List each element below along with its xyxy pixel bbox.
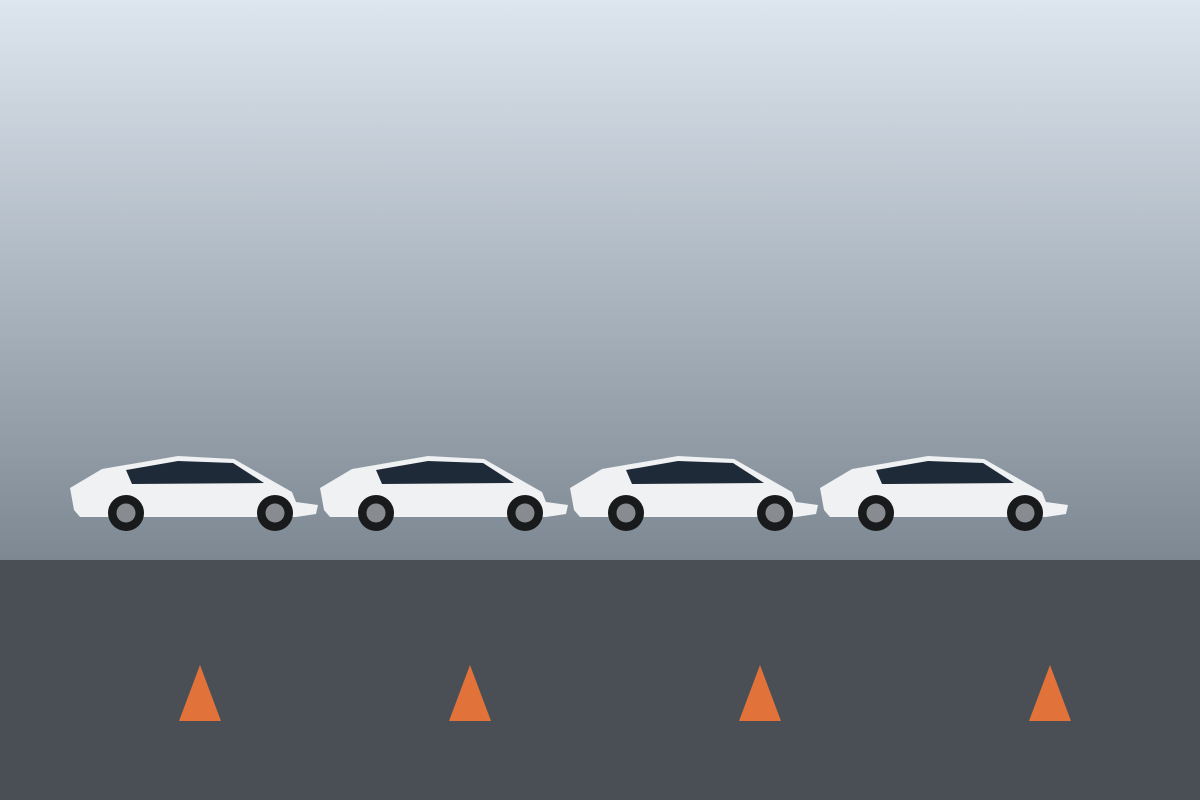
cars-row — [70, 456, 1068, 531]
rear-wheel — [257, 495, 293, 531]
wheel-hub — [366, 503, 386, 523]
wheel-hub — [116, 503, 136, 523]
car-window — [876, 461, 1014, 484]
wheel-hub — [765, 503, 785, 523]
road — [0, 560, 1200, 800]
cones-row — [179, 665, 1071, 721]
cone-1 — [179, 665, 221, 721]
cone-2 — [449, 665, 491, 721]
front-wheel — [358, 495, 394, 531]
wheel-hub — [1015, 503, 1035, 523]
wheel-hub — [616, 503, 636, 523]
car-window — [626, 461, 764, 484]
rear-wheel — [507, 495, 543, 531]
cone-4 — [1029, 665, 1071, 721]
rear-wheel — [757, 495, 793, 531]
cone-3 — [739, 665, 781, 721]
wheel-hub — [866, 503, 886, 523]
wheel-hub — [265, 503, 285, 523]
wheel-hub — [515, 503, 535, 523]
car-window — [126, 461, 264, 484]
car-4 — [820, 456, 1068, 531]
front-wheel — [608, 495, 644, 531]
car-3 — [570, 456, 818, 531]
front-wheel — [108, 495, 144, 531]
rear-wheel — [1007, 495, 1043, 531]
car-window — [376, 461, 514, 484]
front-wheel — [858, 495, 894, 531]
car-2 — [320, 456, 568, 531]
car-1 — [70, 456, 318, 531]
